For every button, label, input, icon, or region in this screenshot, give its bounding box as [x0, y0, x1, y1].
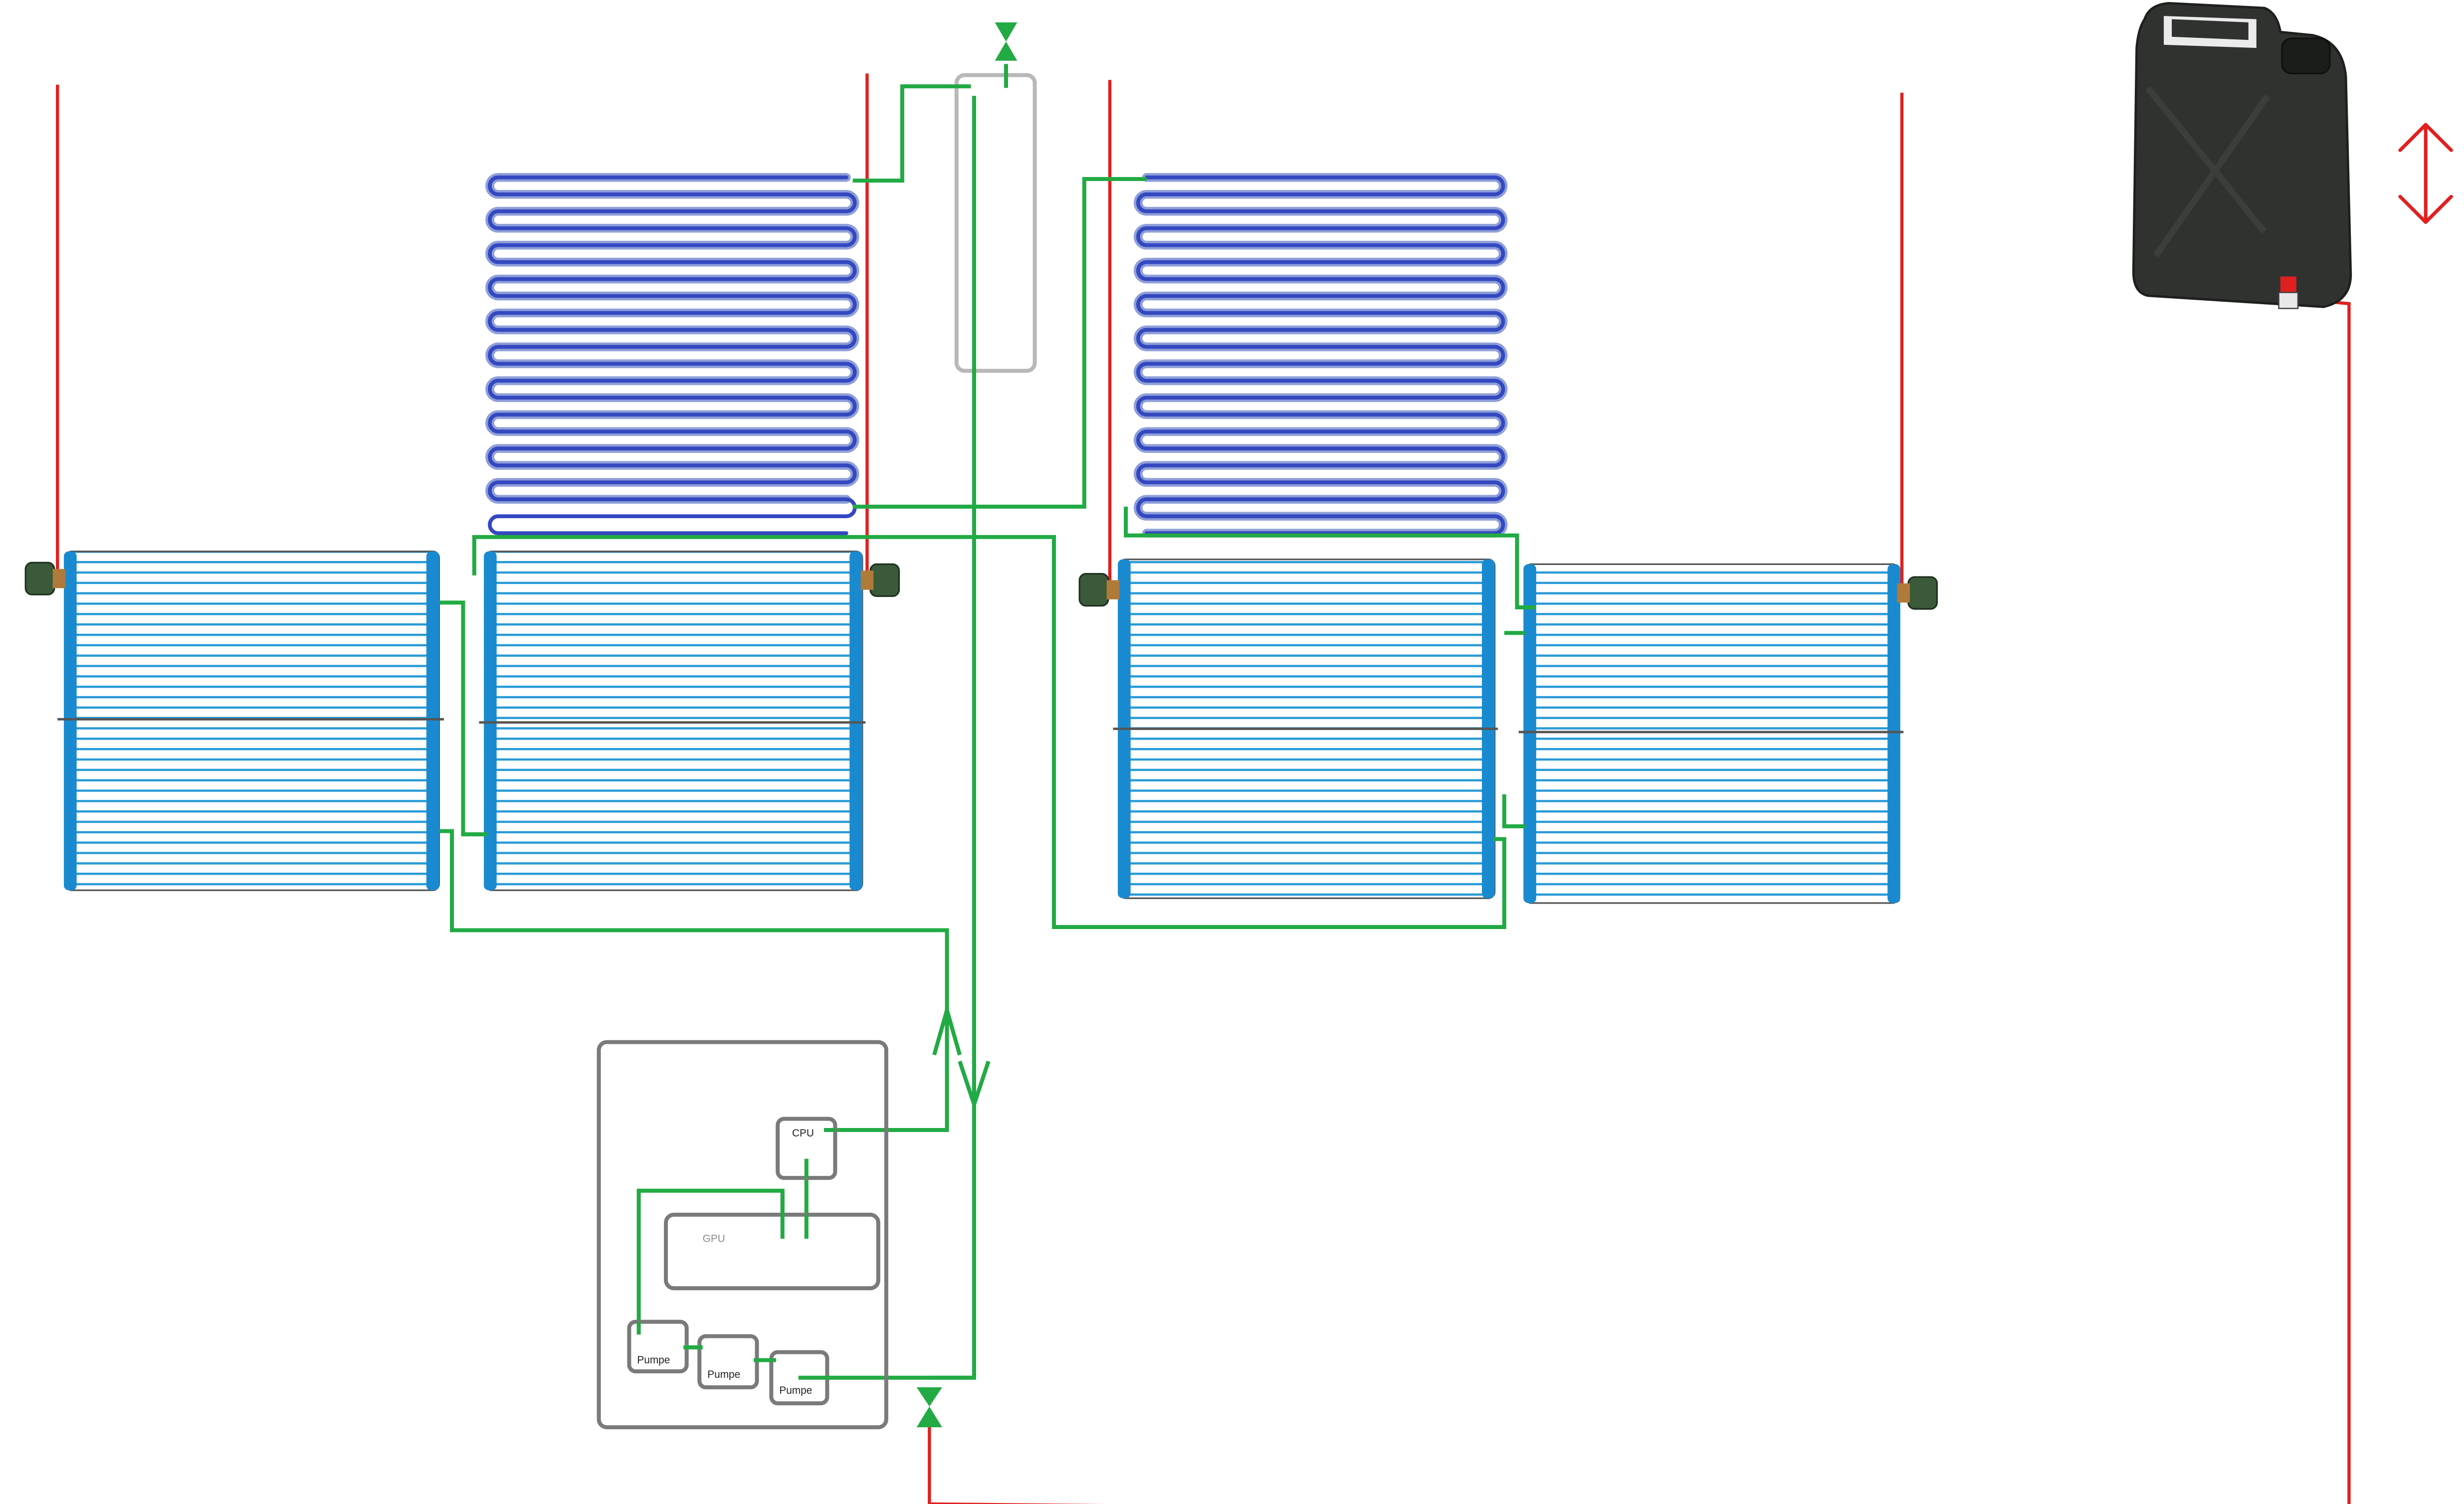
top-valve-icon[interactable]: [995, 22, 1018, 61]
reservoir-tube: [954, 73, 1037, 373]
radiator-2: [479, 551, 866, 891]
bottom-valve-icon[interactable]: [916, 1387, 942, 1428]
pump-1-label: Pumpe: [637, 1354, 670, 1366]
bleed-valve-center-left[interactable]: [860, 563, 900, 597]
radiator-3: [1113, 559, 1498, 899]
coil-exchanger-left: [485, 173, 859, 536]
flow-down-arrow-icon: [958, 1060, 991, 1111]
gpu-block: [664, 1212, 880, 1291]
bleed-valve-right[interactable]: [1897, 576, 1938, 610]
radiator-4: [1518, 563, 1904, 904]
pump-3-label: Pumpe: [779, 1385, 812, 1396]
gpu-label: GPU: [703, 1233, 725, 1244]
bleed-valve-left[interactable]: [24, 562, 66, 595]
jerry-can-icon: [2132, 2, 2352, 309]
pump-2-label: Pumpe: [707, 1369, 740, 1380]
cpu-label: CPU: [792, 1128, 814, 1139]
pc-case: CPU GPU Pumpe Pumpe Pumpe: [597, 1040, 888, 1430]
radiator-1: [57, 551, 444, 891]
height-adjust-double-arrow-icon: [2398, 123, 2453, 224]
bleed-valve-center-right[interactable]: [1078, 573, 1120, 607]
coil-exchanger-right: [1133, 173, 1508, 538]
flow-up-arrow-icon: [932, 1003, 962, 1056]
